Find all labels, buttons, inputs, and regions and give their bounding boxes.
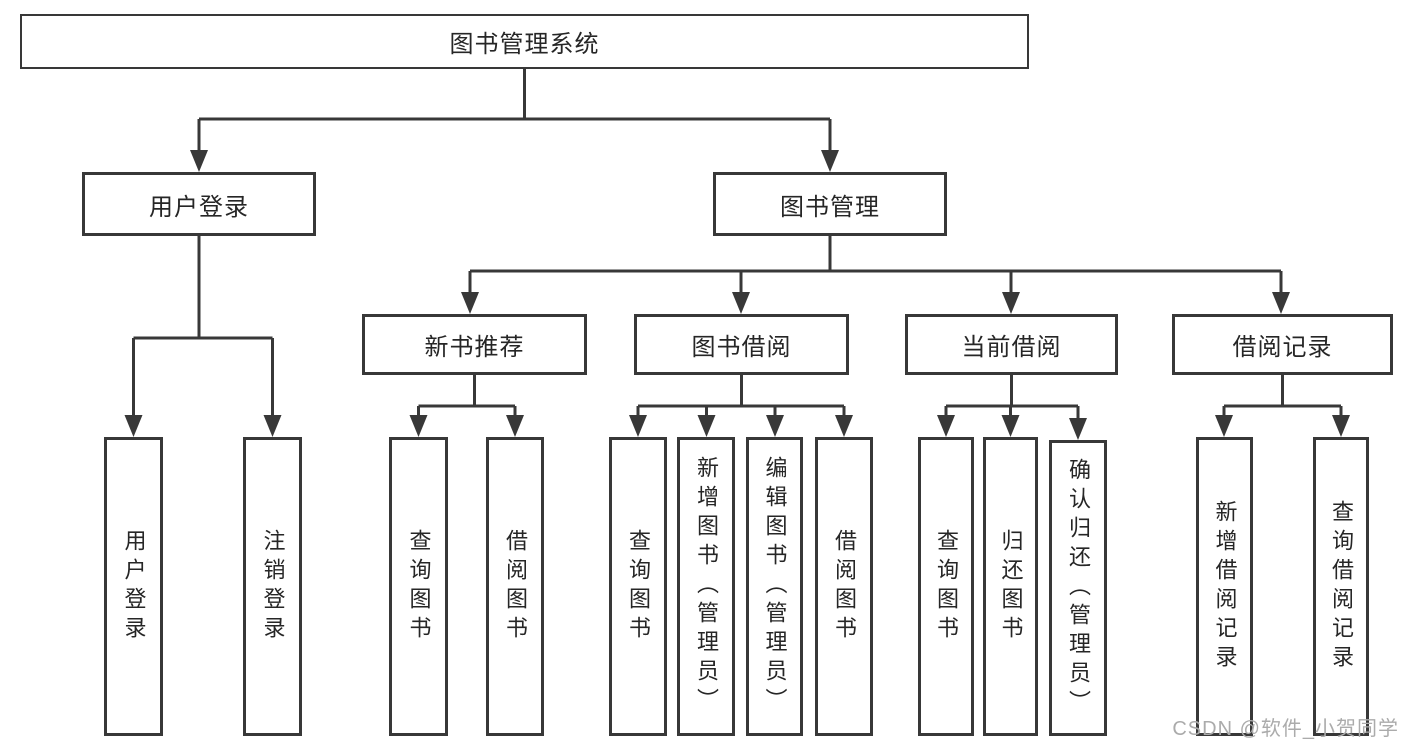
connector-new-book-recommend-children	[409, 375, 524, 437]
node-new-book-recommend: 新书推荐	[362, 314, 587, 375]
node-query-books-current: 查询图书	[918, 437, 974, 736]
node-label: 借阅图书	[832, 528, 857, 645]
node-label: 查询图书	[406, 528, 432, 645]
node-label: 图书管理	[780, 193, 880, 221]
node-query-books-recommend: 查询图书	[389, 437, 448, 736]
node-label: 查询借阅记录	[1329, 499, 1354, 674]
node-label: 借阅图书	[503, 528, 528, 645]
node-query-books-borrowing: 查询图书	[609, 437, 667, 736]
node-library-management-system: 图书管理系统	[20, 14, 1029, 69]
node-label: 查询图书	[626, 528, 651, 645]
node-book-borrowing: 图书借阅	[634, 314, 849, 375]
node-label: 图书管理系统	[449, 31, 600, 58]
node-return-books: 归还图书	[983, 437, 1038, 736]
connector-book-borrowing-children	[629, 375, 853, 437]
node-add-borrow-record: 新增借阅记录	[1196, 437, 1253, 736]
node-label: 当前借阅	[961, 334, 1062, 361]
node-label: 用户登录	[121, 528, 147, 645]
node-label: 确认归还（管理员）	[1066, 457, 1091, 719]
connector-user-login-children	[124, 236, 282, 437]
node-label: 新增图书（管理员）	[694, 456, 719, 717]
node-logout: 注销登录	[243, 437, 302, 736]
node-label: 注销登录	[260, 528, 286, 645]
connector-borrowing-records-children	[1215, 375, 1350, 437]
connector-root-to-level2	[190, 69, 839, 172]
node-label: 借阅记录	[1232, 334, 1333, 361]
node-borrow-books-leaf: 借阅图书	[815, 437, 873, 736]
node-label: 归还图书	[998, 528, 1024, 645]
node-query-borrow-record: 查询借阅记录	[1313, 437, 1369, 736]
node-current-borrowing: 当前借阅	[905, 314, 1118, 375]
node-label: 编辑图书（管理员）	[762, 456, 788, 717]
node-label: 用户登录	[149, 193, 249, 221]
node-borrow-books-recommend: 借阅图书	[486, 437, 544, 736]
node-label: 新书推荐	[424, 334, 525, 361]
node-add-books-admin: 新增图书（管理员）	[677, 437, 735, 736]
node-label: 图书借阅	[691, 334, 792, 361]
node-user-login-leaf: 用户登录	[104, 437, 163, 736]
node-label: 新增借阅记录	[1212, 499, 1238, 674]
node-user-login: 用户登录	[82, 172, 316, 236]
csdn-watermark: CSDN @软件_小贺同学	[1172, 718, 1399, 740]
node-label: 查询图书	[934, 528, 959, 645]
connector-current-borrowing-children	[937, 375, 1087, 440]
node-confirm-return-admin: 确认归还（管理员）	[1049, 440, 1107, 736]
node-edit-books-admin: 编辑图书（管理员）	[746, 437, 803, 736]
node-borrowing-records: 借阅记录	[1172, 314, 1393, 375]
connector-book-management-children	[461, 236, 1290, 314]
node-book-management: 图书管理	[713, 172, 947, 236]
